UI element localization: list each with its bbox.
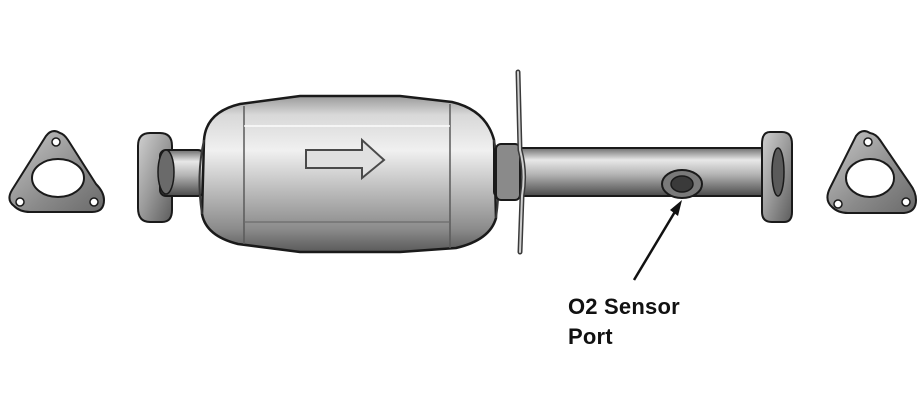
o2-sensor-port-label: O2 Sensor Port xyxy=(568,292,680,352)
callout-arrow xyxy=(632,200,682,281)
outlet-flange xyxy=(761,131,793,223)
hanger-rod xyxy=(515,69,527,255)
callout-line-2: Port xyxy=(568,324,613,349)
left-gasket xyxy=(8,130,106,213)
inlet-flange xyxy=(137,132,205,223)
callout-line-1: O2 Sensor xyxy=(568,294,680,319)
outlet-pipe xyxy=(493,143,771,201)
right-gasket xyxy=(826,130,918,214)
catalytic-converter-body xyxy=(198,94,500,254)
o2-sensor-boss xyxy=(661,169,703,199)
